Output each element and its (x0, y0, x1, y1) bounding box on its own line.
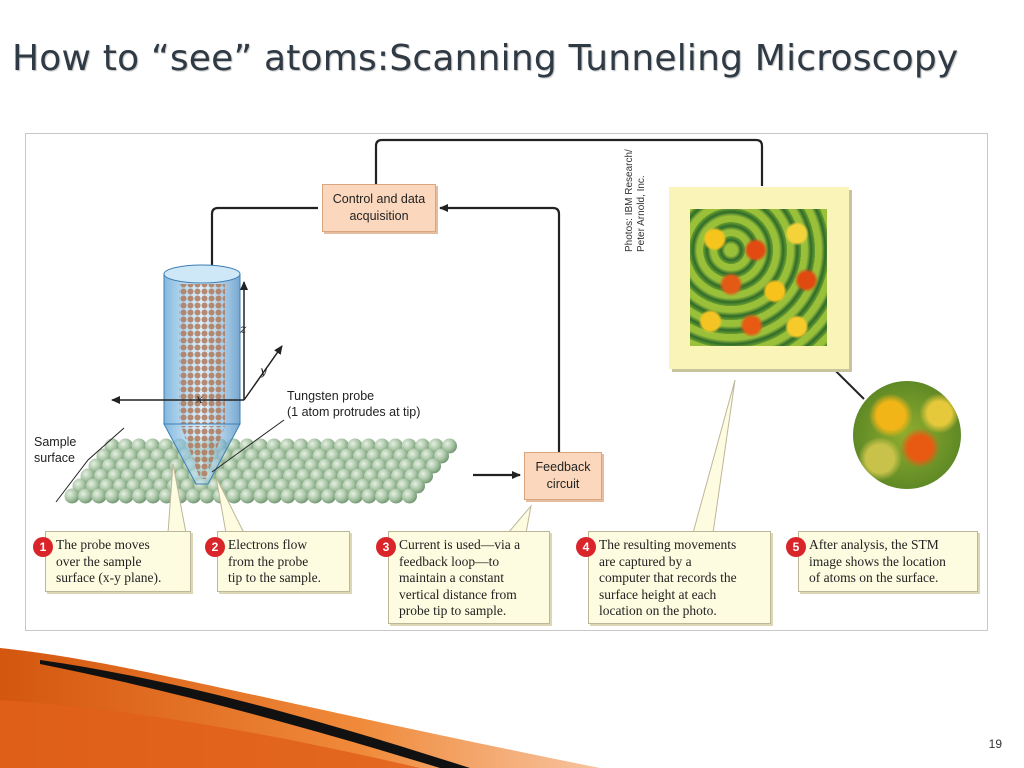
step-3-line-2: feedback loop—to (399, 553, 500, 569)
surface-atom (426, 458, 441, 474)
step-1-line-1: The probe moves (56, 537, 150, 552)
surface-atom (410, 478, 425, 494)
surface-atom (375, 488, 390, 504)
step-3-badge: 3 (376, 537, 396, 557)
surface-atom (64, 488, 80, 504)
surface-atom (418, 468, 433, 484)
surface-atom (105, 488, 120, 504)
sample-label-line-2: surface (34, 451, 75, 465)
slide-number: 19 (988, 737, 1002, 751)
control-data-box: Control and data acquisition (322, 184, 436, 232)
surface-atom (240, 488, 255, 504)
step-5-line-3: of atoms on the surface. (809, 570, 939, 585)
step-4-line-2: are captured by a (599, 553, 692, 569)
feedback-circuit-box: Feedback circuit (524, 452, 602, 500)
step-5-badge: 5 (786, 537, 806, 557)
feedback-box-line-2: circuit (546, 477, 580, 491)
step-3-line-4: vertical distance from (399, 586, 517, 602)
pointer-step-4 (692, 379, 736, 534)
step-4-line-5: location on the photo. (599, 603, 717, 618)
control-to-probe-arrow (208, 206, 318, 283)
surface-atom (434, 448, 449, 464)
step-1-line-2: over the sample (56, 553, 142, 569)
sample-bracket (55, 427, 125, 503)
surface-atom (267, 488, 282, 504)
step-2-line-3: tip to the sample. (228, 570, 321, 585)
callout-step-5: After analysis, the STM image shows the … (798, 531, 978, 592)
surface-atom (348, 488, 363, 504)
step-5-line-2: image shows the location (809, 553, 946, 569)
surface-atom (388, 488, 404, 504)
step-1-line-3: surface (x-y plane). (56, 570, 162, 585)
step-4-line-4: surface height at each (599, 586, 717, 602)
sample-label-line-1: Sample (34, 435, 77, 449)
surface-atom (91, 488, 107, 504)
step-2-line-2: from the probe (228, 553, 309, 569)
callout-step-3: Current is used—via a feedback loop—to m… (388, 531, 550, 624)
surface-atom (226, 488, 242, 504)
step-4-line-1: The resulting movements (599, 537, 737, 552)
step-3-line-1: Current is used—via a (399, 537, 521, 552)
pointer-step-3 (506, 504, 532, 534)
step-5-line-1: After analysis, the STM (809, 537, 939, 552)
stm-figure: Control and data acquisition Feedback circ… (25, 133, 988, 631)
stm-photo-frame (669, 187, 849, 369)
surface-atom (307, 488, 323, 504)
surface-atom (132, 488, 147, 504)
step-3-line-5: probe tip to sample. (399, 603, 507, 618)
photo-credit: Photos: IBM Research/ Peter Arnold, Inc. (624, 112, 648, 252)
step-4-line-3: computer that records the (599, 570, 737, 585)
probe-label: Tungsten probe (1 atom protrudes at tip) (287, 388, 420, 420)
photo-credit-line-2: Peter Arnold, Inc. (636, 175, 647, 252)
surface-atom (118, 488, 134, 504)
feedback-to-control-arrow (439, 204, 561, 452)
slide-title: How to “see” atoms:Scanning Tunneling Mi… (12, 38, 959, 79)
callout-step-4: The resulting movements are captured by … (588, 531, 771, 624)
probe-label-line-2: (1 atom protrudes at tip) (287, 405, 421, 419)
zoom-atom-image (853, 381, 961, 489)
probe-label-line-1: Tungsten probe (287, 389, 375, 403)
photo-credit-line-1: Photos: IBM Research/ (624, 149, 635, 252)
probe-leader-line (211, 419, 285, 473)
surface-atom (442, 438, 457, 454)
z-axis-label: z (240, 322, 247, 336)
surface-atom (334, 488, 350, 504)
surface-atom (78, 488, 93, 504)
surface-atom (321, 488, 336, 504)
xyz-axes (111, 281, 283, 404)
step-1-badge: 1 (33, 537, 53, 557)
y-axis-label: y (260, 364, 267, 378)
callout-step-2: Electrons flow from the probe tip to the… (217, 531, 350, 592)
surface-atom (294, 488, 309, 504)
step-3-line-3: maintain a constant (399, 570, 504, 585)
surface-atom (361, 488, 377, 504)
black-swoosh (40, 660, 470, 768)
x-axis-label: x (196, 392, 203, 406)
step-2-badge: 2 (205, 537, 225, 557)
step-4-badge: 4 (576, 537, 596, 557)
diagram-graphics (55, 138, 865, 534)
loop-top-line (374, 138, 764, 186)
callout-step-1: The probe moves over the sample surface … (45, 531, 191, 592)
orange-swoosh (0, 648, 600, 768)
step-2-line-1: Electrons flow (228, 537, 308, 552)
sample-label: Sample surface (34, 434, 76, 466)
surface-atom (280, 488, 296, 504)
surface-atom (186, 488, 201, 504)
surface-atom (145, 488, 161, 504)
surface-atom (253, 488, 269, 504)
surface-atom (199, 488, 215, 504)
stm-photo-image (690, 209, 827, 346)
feedback-box-line-1: Feedback (535, 460, 591, 474)
control-box-line-2: acquisition (349, 209, 409, 223)
surface-atom (402, 488, 417, 504)
sample-surface-atoms (64, 438, 457, 504)
orange-swoosh-lower (0, 700, 420, 768)
control-box-line-1: Control and data (332, 192, 426, 206)
